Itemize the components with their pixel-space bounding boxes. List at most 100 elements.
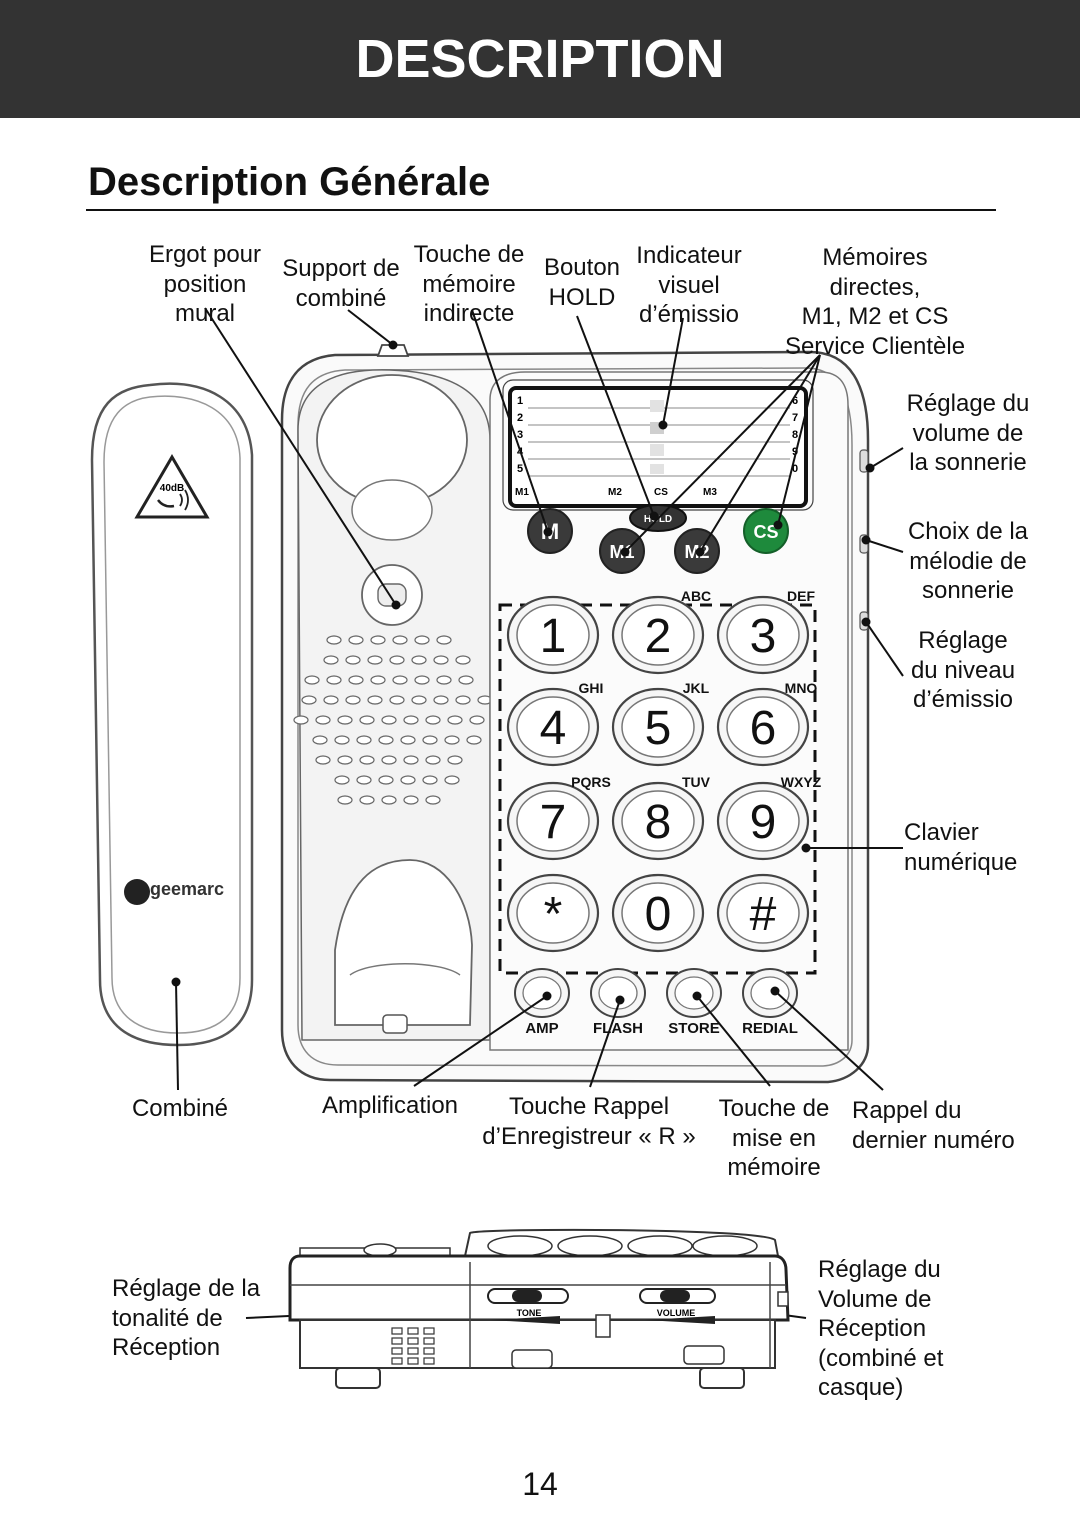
key-1[interactable]: 1 (506, 595, 600, 675)
brand-logo-icon (124, 879, 150, 905)
speaker-hole (403, 715, 419, 725)
speaker-hole (381, 715, 397, 725)
speaker-hole (447, 715, 463, 725)
speaker-hole (425, 795, 441, 805)
redial-button-label: REDIAL (742, 1020, 798, 1037)
speaker-hole (392, 635, 408, 645)
memory-button-cs-label: CS (753, 522, 778, 542)
indicator-light (650, 444, 664, 456)
speaker-hole (403, 795, 419, 805)
speaker-hole (411, 655, 427, 665)
key-digit: * (544, 888, 563, 941)
key-digit: 7 (540, 796, 567, 849)
speaker-hole (367, 655, 383, 665)
memory-row-number: 7 (792, 412, 798, 424)
speaker-hole (337, 795, 353, 805)
key-digit: 5 (645, 702, 672, 755)
redial-button[interactable]: REDIAL (742, 968, 798, 1037)
volume-slider-label: VOLUME (657, 1308, 696, 1318)
amp-button[interactable]: AMP (514, 968, 570, 1037)
key-digit: 2 (645, 610, 672, 663)
speaker-hole (392, 675, 408, 685)
speaker-grille (293, 635, 493, 805)
speaker-hole (422, 735, 438, 745)
memory-row-number: 3 (517, 429, 523, 441)
volume-slider[interactable]: VOLUME (639, 1288, 716, 1324)
speaker-hole (315, 715, 331, 725)
speaker-hole (433, 695, 449, 705)
speaker-hole (323, 655, 339, 665)
key-digit: 6 (750, 702, 777, 755)
speaker-hole (334, 775, 350, 785)
speaker-hole (403, 755, 419, 765)
speaker-hole (422, 775, 438, 785)
key-letters: MNO (785, 680, 818, 696)
key-digit: 9 (750, 796, 777, 849)
key-0[interactable]: 0 (611, 873, 705, 953)
speaker-hole (301, 695, 317, 705)
speaker-hole (455, 655, 471, 665)
store-button-label: STORE (668, 1020, 719, 1037)
page-number: 14 (522, 1466, 558, 1502)
key-digit: # (750, 888, 777, 941)
indicator-light (650, 400, 664, 412)
memory-row-number: 2 (517, 412, 523, 424)
key-8[interactable]: 8 TUV (611, 774, 711, 861)
speaker-hole (425, 755, 441, 765)
header-banner: DESCRIPTION (0, 0, 1080, 118)
speaker-hole (436, 675, 452, 685)
page-title: DESCRIPTION (355, 29, 725, 89)
memory-row-number: 5 (517, 463, 523, 475)
key-hash[interactable]: # (716, 873, 810, 953)
speaker-hole (378, 775, 394, 785)
key-letters: PQRS (571, 774, 611, 790)
key-star[interactable]: * (506, 873, 600, 953)
key-6[interactable]: 6 MNO (716, 680, 818, 767)
speaker-hole (469, 715, 485, 725)
flash-button[interactable]: FLASH (590, 968, 646, 1037)
callout-lines (175, 307, 904, 1319)
speaker-hole (400, 775, 416, 785)
speaker-hole (466, 735, 482, 745)
memory-tag-m1: M1 (515, 487, 529, 498)
speaker-hole (400, 735, 416, 745)
speaker-hole (348, 635, 364, 645)
handset: 40dB geemarc (90, 382, 254, 1047)
keypad-frame (498, 603, 817, 975)
memory-row-number: 0 (792, 463, 798, 475)
speaker-hole (447, 755, 463, 765)
speaker-hole (359, 795, 375, 805)
section-divider (86, 209, 996, 211)
flash-button-label: FLASH (593, 1020, 643, 1037)
speaker-hole (425, 715, 441, 725)
store-button[interactable]: STORE (666, 968, 722, 1037)
key-letters: TUV (682, 774, 711, 790)
amp-button-label: AMP (525, 1020, 558, 1037)
tone-slider-label: TONE (517, 1308, 542, 1318)
key-digit: 0 (645, 888, 672, 941)
key-digit: 3 (750, 610, 777, 663)
indicator-light (650, 464, 664, 474)
tone-slider[interactable]: TONE (487, 1288, 569, 1324)
speaker-hole (433, 655, 449, 665)
speaker-hole (378, 735, 394, 745)
memory-row-number: 8 (792, 429, 798, 441)
memory-button-cs[interactable]: CS (743, 508, 789, 554)
key-digit: 8 (645, 796, 672, 849)
speaker-hole (359, 715, 375, 725)
